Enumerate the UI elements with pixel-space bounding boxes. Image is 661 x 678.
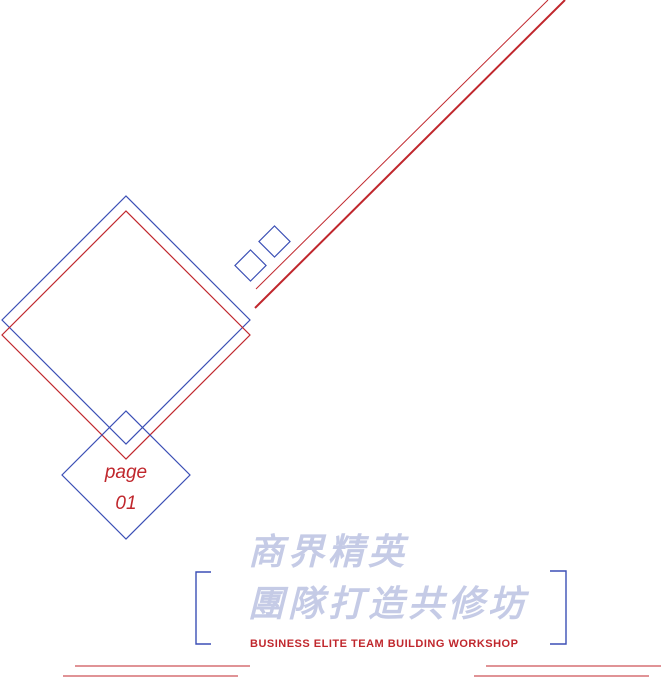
large-diamond-blue <box>1 195 251 445</box>
left-bracket <box>195 571 211 645</box>
title-calligraphy-line1: 商界精英 <box>248 531 409 573</box>
page-number: 01 <box>115 493 137 514</box>
diagonal-line-thin <box>255 0 549 290</box>
small-diamond-lower <box>234 249 267 282</box>
large-diamond-red <box>1 210 251 460</box>
small-diamond-upper <box>258 225 291 258</box>
page-label: page <box>104 462 148 483</box>
title-calligraphy-line2: 團隊打造共修坊 <box>248 583 529 625</box>
page-diamond <box>61 410 191 540</box>
title-subtitle: BUSINESS ELITE TEAM BUILDING WORKSHOP <box>250 638 519 650</box>
diagonal-line-thick <box>254 0 566 309</box>
right-bracket <box>550 570 567 645</box>
